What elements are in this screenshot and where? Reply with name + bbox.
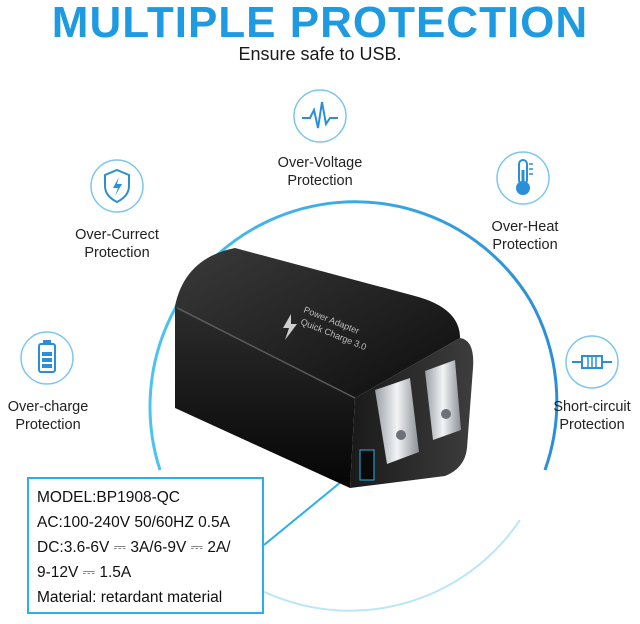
feature-over-heat: Over-Heat Protection: [470, 150, 580, 260]
shield-bolt-icon: [90, 159, 144, 213]
spec-box: MODEL:BP1908-QC AC:100-240V 50/60HZ 0.5A…: [27, 477, 264, 614]
feature-short-circuit: Short-circuit Protection: [544, 334, 640, 444]
battery-icon: [20, 331, 74, 385]
feature-over-voltage: Over-Voltage Protection: [270, 88, 370, 198]
short-circuit-label-line2: Protection: [559, 417, 625, 433]
over-current-label-line2: Protection: [84, 245, 150, 261]
spec-dc-2: 9-12V ⎓ 1.5A: [37, 564, 132, 581]
over-current-label-line1: Over-Currect: [75, 227, 159, 243]
spec-model: MODEL:BP1908-QC: [37, 489, 180, 506]
over-heat-label-line1: Over-Heat: [491, 219, 559, 235]
circuit-icon: [565, 335, 619, 389]
over-voltage-label-line1: Over-Voltage: [277, 155, 363, 171]
over-charge-label-line2: Protection: [15, 417, 81, 433]
thermometer-icon: [496, 151, 550, 205]
page-subtitle: Ensure safe to USB.: [238, 44, 402, 64]
waveform-icon: [293, 89, 347, 143]
page-title: MULTIPLE PROTECTION: [51, 0, 589, 47]
short-circuit-label-line1: Short-circuit: [553, 399, 631, 415]
over-heat-label-line2: Protection: [492, 237, 558, 253]
feature-over-current: Over-Currect Protection: [62, 158, 172, 268]
charger-image: Power Adapter Quick Charge 3.0: [175, 248, 474, 488]
spec-dc: DC:3.6-6V ⎓ 3A/6-9V ⎓ 2A/: [37, 539, 231, 556]
spec-ac: AC:100-240V 50/60HZ 0.5A: [37, 514, 231, 531]
spec-material: Material: retardant material: [37, 589, 223, 606]
feature-over-charge: Over-charge Protection: [0, 330, 96, 440]
over-charge-label-line1: Over-charge: [7, 399, 89, 415]
over-voltage-label-line2: Protection: [287, 173, 353, 189]
